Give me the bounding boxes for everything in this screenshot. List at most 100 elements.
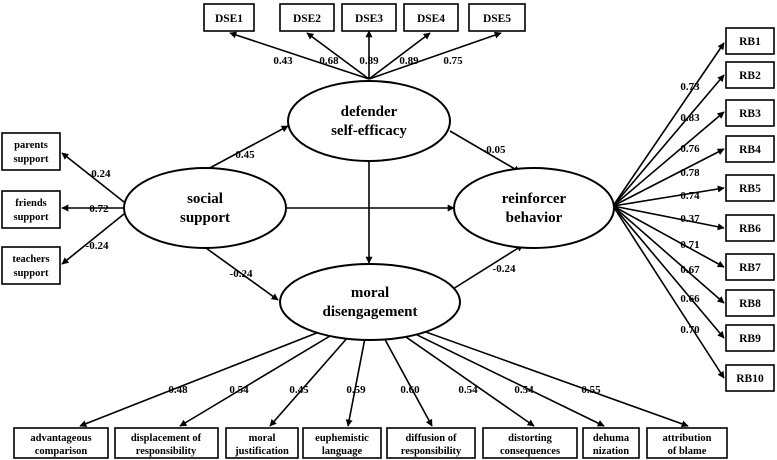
rb-box-4	[725, 135, 775, 163]
dse-loading-3: 0.89	[359, 55, 379, 67]
rb-loading-values: 0.73 0.83 0.76 0.78 0.74 0.37 0.71 0.67 …	[680, 81, 700, 336]
rb-label-2: RB2	[739, 70, 761, 82]
latent-moral-line-2: disengagement	[323, 304, 418, 320]
rb-loading-6: 0.37	[680, 213, 700, 225]
latent-social-ellipse	[123, 167, 287, 249]
md-box-2	[114, 427, 219, 459]
rb-loading-9: 0.66	[680, 293, 700, 305]
rb-box-10	[725, 364, 775, 392]
md-box-8	[646, 427, 728, 459]
latent-defender-line-2: self-efficacy	[331, 123, 407, 139]
dse-label-5: DSE5	[483, 13, 511, 25]
latent-moral-line-1: moral	[351, 285, 389, 301]
support-loading-lines	[61, 152, 125, 265]
md-loading-4: 0.59	[346, 384, 366, 396]
rb-line-1	[612, 42, 725, 207]
rb-box-6	[725, 214, 775, 242]
dse-line-2	[306, 32, 370, 80]
rb-loading-5: 0.74	[680, 190, 700, 202]
latent-reinforcer-behavior: reinforcer behavior	[453, 167, 615, 249]
support-label-2b: support	[13, 212, 49, 223]
rb-line-9	[612, 205, 725, 339]
support-loading-values: -0.24 0.72 -0.24	[86, 168, 111, 252]
dse-line-4	[368, 32, 431, 80]
dse-box-2	[279, 3, 335, 32]
md-label-3a: moral	[249, 433, 276, 444]
rb-label-1: RB1	[739, 36, 761, 48]
md-box-6	[482, 427, 578, 459]
latent-defender-line-1: defender	[341, 104, 398, 120]
dse-label-1: DSE1	[215, 13, 243, 25]
coef-social-defender: 0.45	[235, 149, 255, 161]
md-boxes: advantageous comparison displacement of …	[13, 427, 728, 459]
dse-label-4: DSE4	[417, 13, 445, 25]
rb-line-3	[612, 111, 725, 207]
md-loading-2: 0.54	[229, 384, 249, 396]
md-loading-values: 0.48 0.54 0.45 0.59 0.60 0.54 0.54 0.55	[168, 384, 601, 396]
md-box-5	[386, 427, 476, 459]
rb-loading-8: 0.67	[680, 264, 700, 276]
dse-line-1	[229, 31, 370, 80]
rb-label-5: RB5	[739, 183, 761, 195]
rb-loading-lines	[612, 42, 725, 379]
structural-paths	[205, 125, 524, 301]
rb-box-1	[725, 27, 775, 55]
md-loading-8: 0.55	[581, 384, 601, 396]
dse-label-2: DSE2	[293, 13, 321, 25]
support-box-3	[1, 246, 61, 285]
md-loading-6: 0.54	[458, 384, 478, 396]
support-label-2a: friends	[15, 198, 47, 209]
coef-moral-reinforcer: -0.24	[493, 263, 516, 275]
md-label-4a: euphemistic	[315, 433, 369, 444]
support-label-3a: teachers	[12, 254, 49, 265]
latent-reinforcer-ellipse	[453, 167, 615, 249]
md-label-8a: attribution	[662, 433, 711, 444]
md-label-5b: responsibility	[401, 446, 462, 457]
latent-defender-ellipse	[287, 80, 451, 162]
rb-label-4: RB4	[739, 144, 761, 156]
rb-label-9: RB9	[739, 333, 761, 345]
dse-box-5	[468, 3, 526, 32]
md-label-2a: displacement of	[131, 433, 202, 444]
md-label-4b: language	[322, 446, 363, 457]
md-label-1b: comparison	[35, 446, 88, 457]
rb-box-5	[725, 174, 775, 202]
latent-moral-disengagement: moral disengagement	[279, 263, 461, 341]
md-loading-3: 0.45	[289, 384, 309, 396]
rb-label-7: RB7	[739, 262, 761, 274]
latent-social-support: social support	[123, 167, 287, 249]
rb-boxes: RB1 RB2 RB3 RB4 RB5 RB6 RB7 RB8 RB9 RB10	[725, 27, 775, 392]
rb-box-7	[725, 253, 775, 281]
support-label-1b: support	[13, 154, 49, 165]
support-loading-3: -0.24	[86, 240, 109, 252]
support-line-3	[61, 213, 125, 265]
rb-box-8	[725, 289, 775, 317]
rb-label-8: RB8	[739, 298, 761, 310]
dse-box-3	[341, 3, 397, 32]
rb-loading-1: 0.73	[680, 81, 700, 93]
latent-defender-self-efficacy: defender self-efficacy	[287, 80, 451, 162]
rb-line-8	[612, 205, 725, 304]
md-box-1	[13, 427, 109, 459]
md-box-7	[582, 427, 640, 459]
rb-label-6: RB6	[739, 223, 761, 235]
dse-box-4	[403, 3, 459, 32]
path-social-to-defender	[205, 125, 289, 171]
rb-loading-7: 0.71	[680, 239, 699, 251]
latent-moral-ellipse	[279, 263, 461, 341]
latent-social-line-2: support	[180, 210, 230, 226]
support-boxes: parents support friends support teachers…	[1, 132, 61, 285]
support-line-1	[61, 152, 125, 203]
md-label-7a: dehuma	[593, 433, 630, 444]
dse-boxes: DSE1 DSE2 DSE3 DSE4 DSE5	[203, 3, 526, 32]
rb-line-4	[612, 148, 725, 207]
md-label-2b: responsibility	[136, 446, 197, 457]
rb-line-5	[612, 185, 725, 207]
md-box-4	[302, 427, 382, 459]
md-label-6a: distorting	[508, 433, 553, 444]
md-label-7b: nization	[593, 446, 629, 457]
md-loading-5: 0.60	[400, 384, 420, 396]
support-label-3b: support	[13, 268, 49, 279]
support-label-1a: parents	[14, 140, 48, 151]
